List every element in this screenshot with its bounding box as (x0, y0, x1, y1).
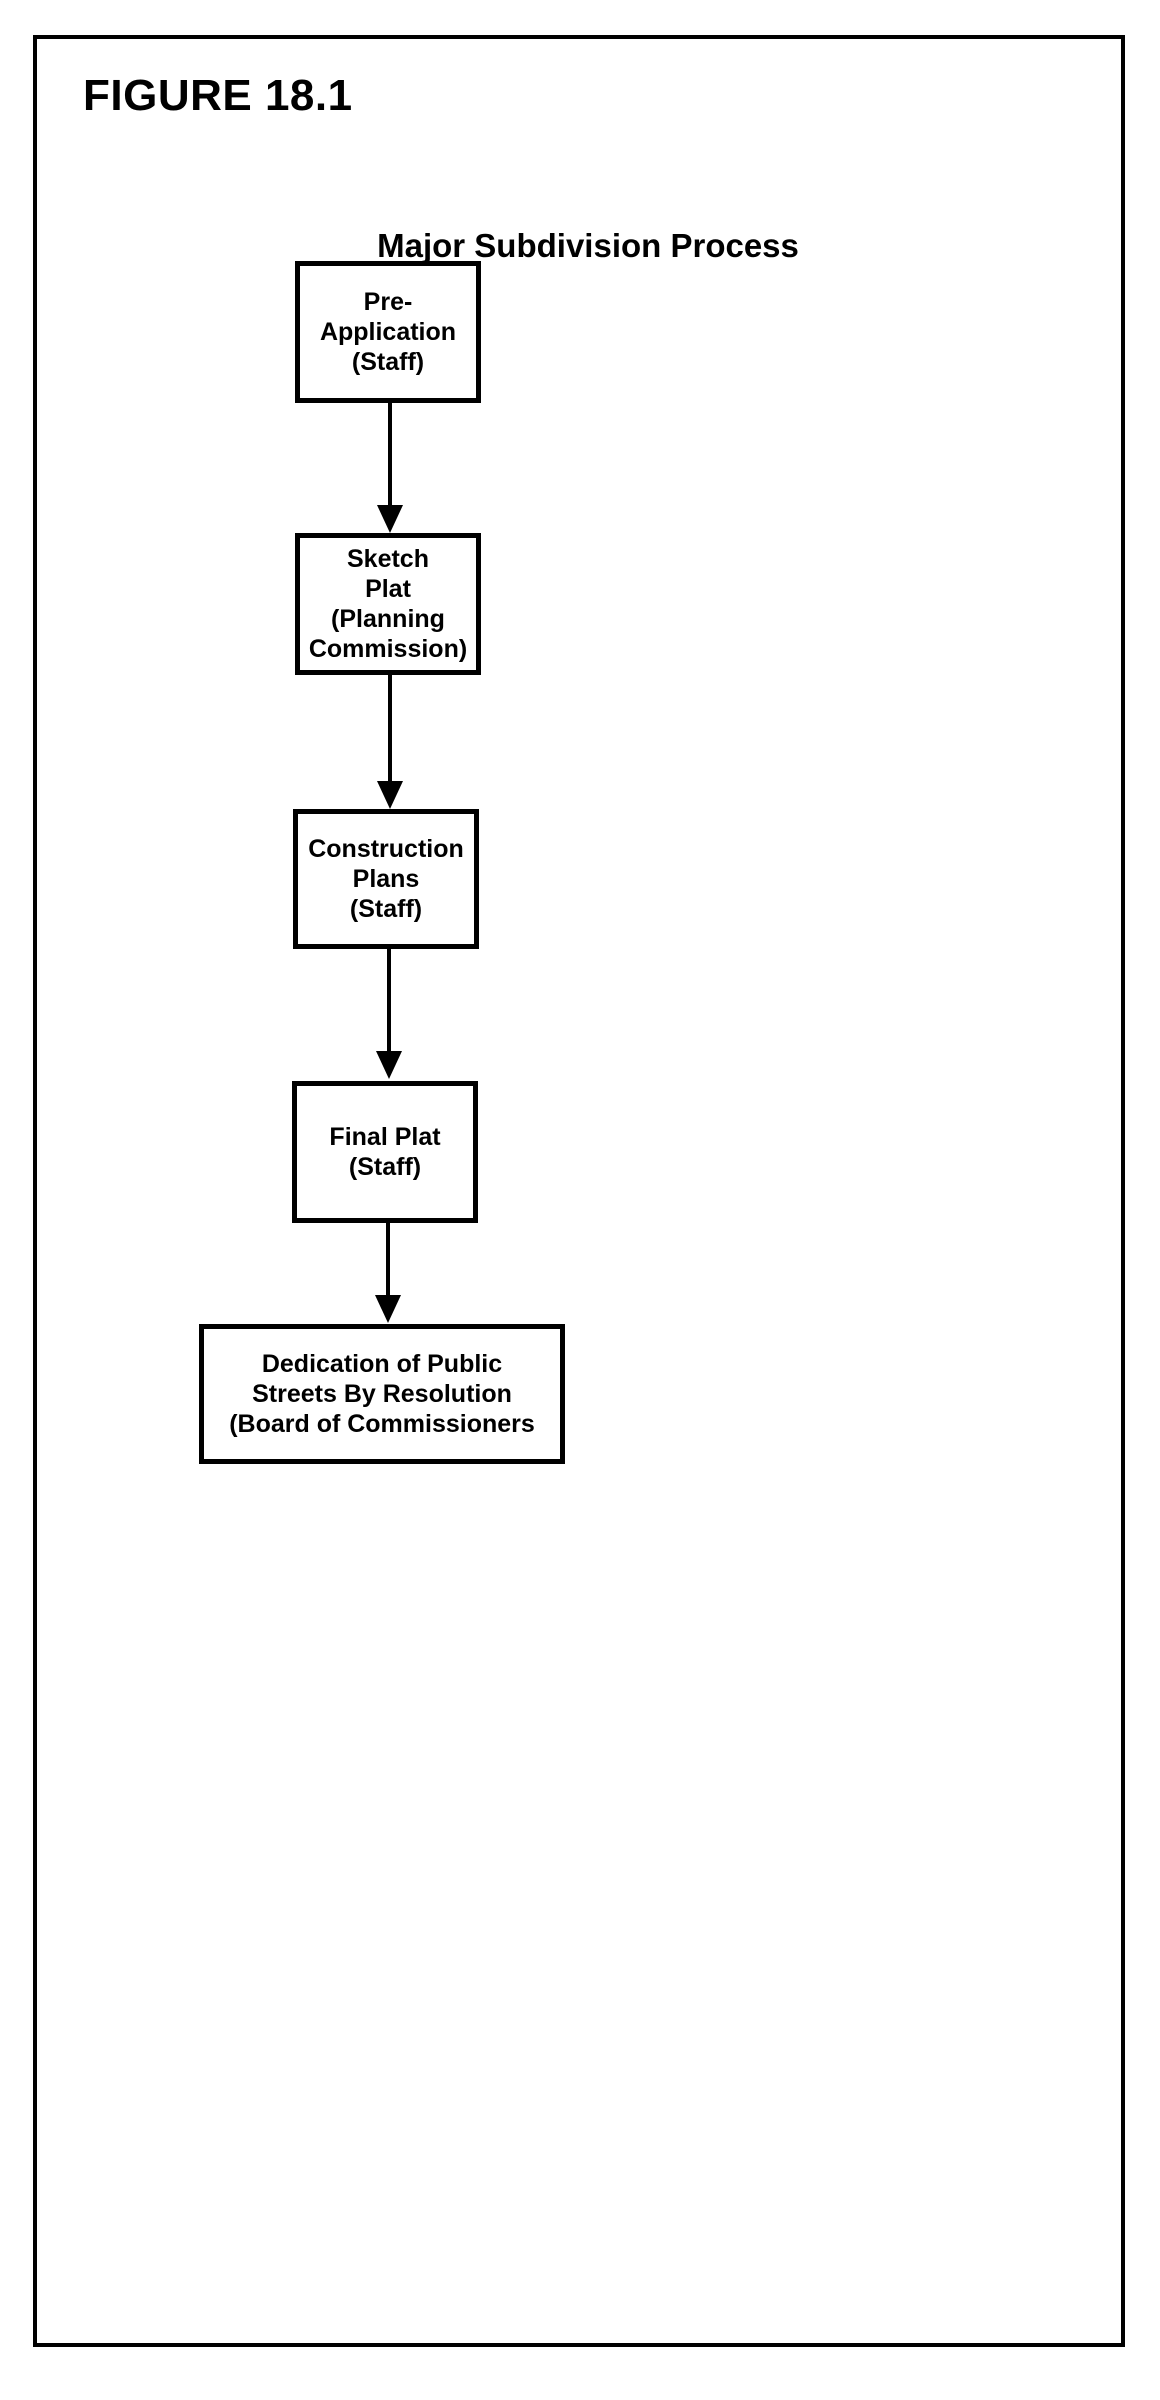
flowchart: Pre- Application (Staff) Sketch Plat (Pl… (37, 39, 1129, 2351)
flow-node-final-plat: Final Plat (Staff) (292, 1081, 478, 1223)
node-line: Commission) (308, 635, 468, 664)
arrow-down-icon (376, 1051, 402, 1079)
figure-number: FIGURE 18.1 (83, 71, 353, 120)
flow-node-pre-application: Pre- Application (Staff) (295, 261, 481, 403)
figure-subtitle: Major Subdivision Process (377, 227, 799, 264)
flow-node-dedication: Dedication of Public Streets By Resoluti… (199, 1324, 565, 1464)
node-line: Application (319, 317, 457, 346)
flow-connector-2 (388, 675, 392, 783)
node-line: Pre- (363, 287, 413, 316)
node-line: Streets By Resolution (252, 1379, 512, 1408)
node-line: (Staff) (348, 1153, 422, 1181)
flow-node-construction-plans: Construction Plans (Staff) (293, 809, 479, 949)
flow-node-sketch-plat: Sketch Plat (Planning Commission) (295, 533, 481, 675)
arrow-down-icon (375, 1295, 401, 1323)
arrow-down-icon (377, 781, 403, 809)
flow-connector-1 (388, 403, 392, 507)
node-line: Final Plat (329, 1122, 441, 1151)
node-line: Dedication of Public (261, 1349, 503, 1378)
flow-connector-4 (386, 1223, 390, 1297)
node-line: Sketch (347, 544, 429, 573)
node-line: Plat (365, 574, 411, 603)
node-line: (Staff) (351, 348, 425, 377)
node-line: Construction (308, 834, 464, 863)
node-line: (Staff) (349, 895, 423, 924)
node-line: (Planning (331, 605, 445, 633)
node-line: (Board of Commissioners (229, 1410, 535, 1439)
figure-frame: FIGURE 18.1 Major Subdivision Process Pr… (33, 35, 1125, 2347)
node-line: Plans (352, 864, 420, 893)
flow-connector-3 (387, 949, 391, 1053)
arrow-down-icon (377, 505, 403, 533)
